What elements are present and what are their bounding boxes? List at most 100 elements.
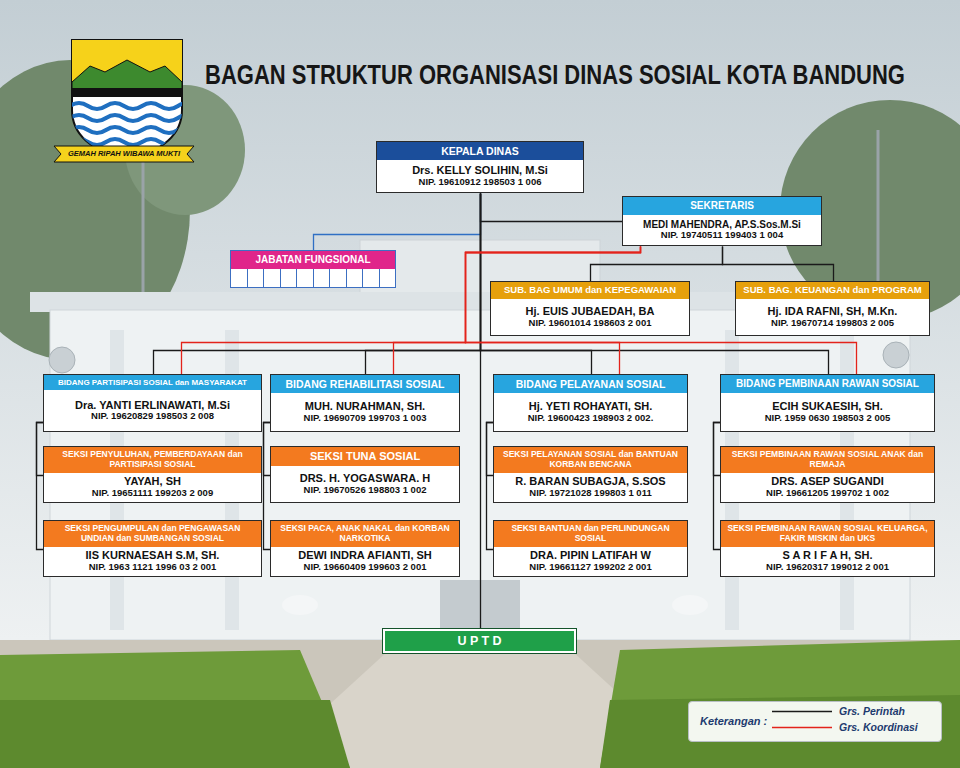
official-name: Drs. KELLY SOLIHIN, M.Si [381,164,579,177]
official-name: YAYAH, SH [48,475,257,488]
box-heading: JABATAN FUNGSIONAL [231,251,395,269]
official-name: Hj. EUIS JUBAEDAH, BA [495,305,685,318]
official-name: MUH. NURAHMAN, SH. [275,400,455,413]
hedge [0,700,350,768]
command-line [480,194,481,629]
box-heading: SEKSI PACA, ANAK NAKAL dan KORBAN NARKOT… [271,521,459,547]
employee-id: NIP. 19670714 199803 2 005 [740,318,925,329]
employee-id: NIP. 19721028 199803 1 011 [498,488,683,499]
legend-line [772,727,832,729]
official-name: DRS. ASEP SUGANDI [725,475,930,488]
hedge [600,640,960,768]
section-box: SEKSI BANTUAN dan PERLINDUNGAN SOSIALDRA… [493,520,688,577]
official-name: Hj. YETI ROHAYATI, SH. [498,400,683,413]
position-slot [248,269,265,287]
official-name: DRA. PIPIN LATIFAH W [498,549,683,562]
legend-line-sample [772,705,834,717]
legend-text: Grs. Perintah [839,705,905,717]
official-name: Dra. YANTI ERLINAWATI, M.Si [48,399,257,412]
section-box: SEKSI PENYULUHAN, PEMBERDAYAAN dan PARTI… [43,446,262,503]
employee-id: NIP. 19661127 199202 2 001 [498,562,683,573]
position-slot [297,269,314,287]
chart-title: BAGAN STRUKTUR ORGANISASI DINAS SOSIAL K… [205,60,905,91]
box-body: DRS. ASEP SUGANDINIP. 19661205 199702 1 … [721,473,934,502]
section-box: SEKSI PELAYANAN SOSIAL dan BANTUAN KORBA… [493,446,688,503]
command-line [723,247,834,282]
section-box: SEKSI TUNA SOSIALDRS. H. YOGASWARA. HNIP… [270,446,460,503]
subdivision-box: SUB. BAG. KEUANGAN dan PROGRAMHj. IDA RA… [735,281,930,336]
box-body: Hj. YETI ROHAYATI, SH.NIP. 19600423 1989… [494,393,687,431]
emblem-inner [70,40,196,157]
employee-id: NIP. 19670526 198803 1 002 [275,485,455,496]
official-name: S A R I F A H, SH. [725,549,930,562]
legend-line-sample [772,721,834,733]
box-body: Dra. YANTI ERLINAWATI, M.SiNIP. 19620829… [44,390,261,431]
command-line [154,194,481,375]
box-body: MEDI MAHENDRA, AP.S.Sos.M.SiNIP. 1974051… [623,215,821,246]
urn [672,595,708,615]
official-name: MEDI MAHENDRA, AP.S.Sos.M.Si [627,219,817,231]
box-body: YAYAH, SHNIP. 19651111 199203 2 009 [44,473,261,502]
employee-id: NIP. 19620829 198503 2 008 [48,411,257,422]
round-window [49,347,75,373]
official-name: ECIH SUKAESIH, SH. [725,400,930,413]
employee-id: NIP. 19610912 198503 1 006 [381,177,579,188]
box-body: DRA. PIPIN LATIFAH WNIP. 19661127 199202… [494,547,687,576]
position-slot [347,269,364,287]
official-name: Hj. IDA RAFNI, SH, M.Kn. [740,305,925,318]
command-line [481,194,623,222]
box-body: Hj. EUIS JUBAEDAH, BANIP. 19601014 19860… [491,299,689,335]
box-heading: SUB. BAG UMUM dan KEPEGAWAIAN [491,282,689,299]
division-box: BIDANG PEMBINAAN RAWAN SOSIALECIH SUKAES… [720,374,935,432]
motto-text: GEMAH RIPAH WIBAWA MUKTI [54,148,194,160]
employee-id: NIP. 19651111 199203 2 009 [48,488,257,499]
box-heading: SEKSI BANTUAN dan PERLINDUNGAN SOSIAL [494,521,687,547]
division-box: BIDANG PARTISIPASI SOSIAL dan MASYARAKAT… [43,374,262,432]
box-heading: KEPALA DINAS [377,142,583,160]
box-body: IIS KURNAESAH S.M, SH.NIP. 1963 1121 199… [44,547,261,576]
box-heading: SEKRETARIS [623,197,821,215]
position-grid [231,269,395,287]
box-heading: SEKSI TUNA SOSIAL [271,447,459,466]
legend-entry: Grs. Koordinasi [772,721,918,733]
command-line [591,247,723,282]
functional-box: JABATAN FUNGSIONAL [230,250,396,288]
box-heading: SEKSI PELAYANAN SOSIAL dan BANTUAN KORBA… [494,447,687,473]
subdivision-box: SUB. BAG UMUM dan KEPEGAWAIANHj. EUIS JU… [490,281,690,336]
box-body: MUH. NURAHMAN, SH.NIP. 19690709 199703 1… [271,393,459,431]
round-window [883,342,909,368]
position-slot [231,269,248,287]
box-body: Hj. IDA RAFNI, SH, M.Kn.NIP. 19670714 19… [736,299,929,335]
box-heading: BIDANG PEMBINAAN RAWAN SOSIAL [721,375,934,393]
legend-entry: Grs. Perintah [772,705,905,717]
box-body: ECIH SUKAESIH, SH.NIP. 1959 0630 198503 … [721,393,934,432]
box-heading: BIDANG PELAYANAN SOSIAL [494,375,687,393]
command-line [314,194,481,251]
box-body: R. BARAN SUBAGJA, S.SOSNIP. 19721028 199… [494,473,687,502]
pavement [0,640,960,768]
employee-id: NIP. 1959 0630 198503 2 005 [725,413,930,424]
box-body: Drs. KELLY SOLIHIN, M.SiNIP. 19610912 19… [377,160,583,192]
division-box: BIDANG REHABILITASI SOSIALMUH. NURAHMAN,… [270,374,460,432]
hedge [0,650,350,768]
box-heading: SEKSI PEMBINAAN RAWAN SOSIAL KELUARGA, F… [721,521,934,547]
employee-id: NIP. 19620317 199012 2 001 [725,562,930,573]
employee-id: NIP. 19740511 199403 1 004 [627,230,817,241]
employee-id: NIP. 19690709 199703 1 003 [275,413,455,424]
box-heading: SEKSI PEMBINAAN RAWAN SOSIAL ANAK dan RE… [721,447,934,473]
position-slot [264,269,281,287]
official-name: DEWI INDRA AFIANTI, SH [275,549,455,562]
hedge [600,695,960,768]
box-body: S A R I F A H, SH.NIP. 19620317 199012 2… [721,547,934,576]
unit-box: U P T D [382,628,577,654]
unit-title: U P T D [383,629,576,653]
official-name: R. BARAN SUBAGJA, S.SOS [498,475,683,488]
section-box: SEKSI PENGUMPULAN dan PENGAWASAN UNDIAN … [43,520,262,577]
head-box: KEPALA DINASDrs. KELLY SOLIHIN, M.SiNIP.… [376,141,584,193]
box-body: DEWI INDRA AFIANTI, SHNIP. 19660409 1996… [271,547,459,576]
employee-id: NIP. 19660409 199603 2 001 [275,562,455,573]
division-box: BIDANG PELAYANAN SOSIALHj. YETI ROHAYATI… [493,374,688,432]
employee-id: NIP. 19600423 198903 2 002. [498,413,683,424]
box-heading: SUB. BAG. KEUANGAN dan PROGRAM [736,282,929,299]
box-heading: SEKSI PENGUMPULAN dan PENGAWASAN UNDIAN … [44,521,261,547]
